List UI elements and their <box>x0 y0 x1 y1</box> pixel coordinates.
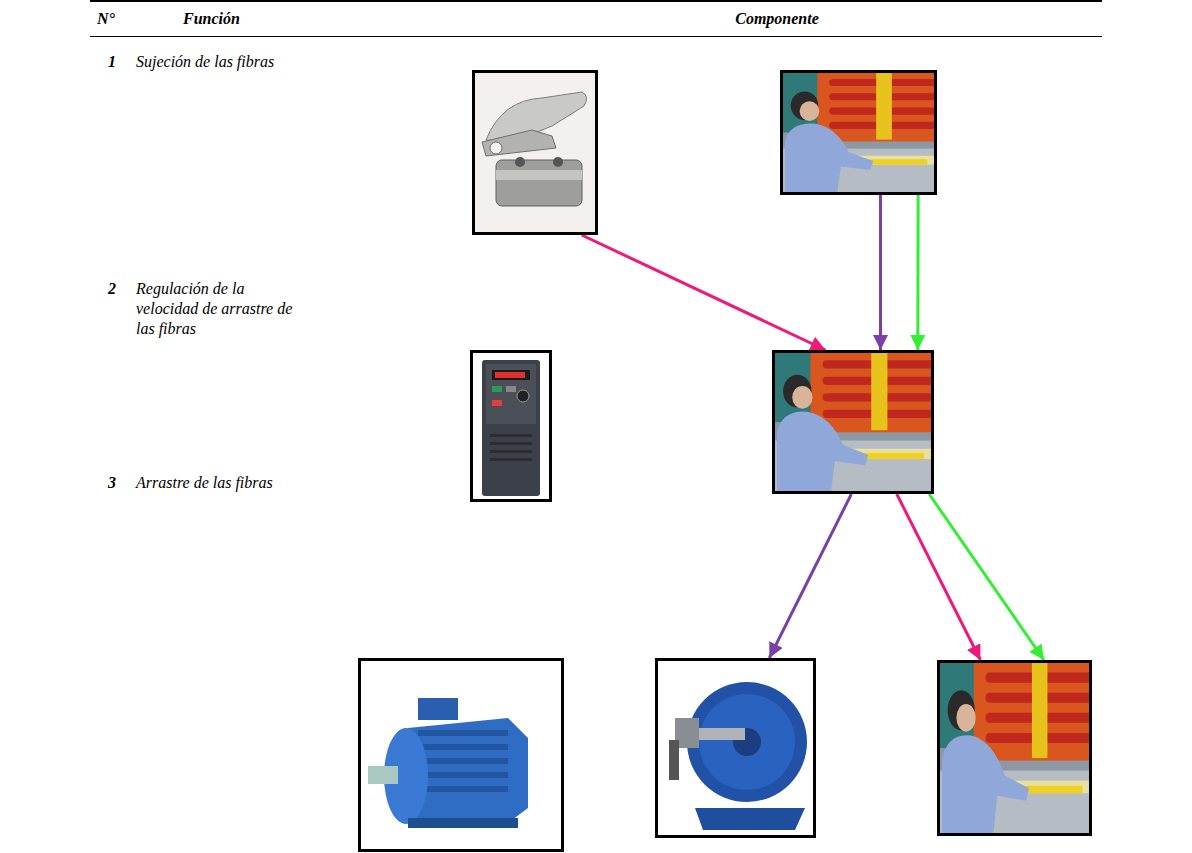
electric-motor-photo <box>358 658 564 852</box>
row-number: 1 <box>108 52 116 72</box>
component-image-box <box>470 350 552 502</box>
connector-arrow <box>916 195 919 350</box>
function-text: Regulación de la velocidad de arrastre d… <box>136 279 301 339</box>
function-text: Arrastre de las fibras <box>136 473 356 493</box>
hose-reel-photo <box>655 658 816 838</box>
component-image-box <box>780 70 937 195</box>
connector-arrow <box>897 494 981 660</box>
column-header: N° <box>97 9 115 29</box>
table-top-rule <box>90 0 1102 2</box>
column-header: Componente <box>735 9 819 29</box>
function-text: Sujeción de las fibras <box>136 52 356 72</box>
component-image-box <box>472 70 598 235</box>
connector-arrow <box>929 494 1044 660</box>
connector-arrow <box>879 195 882 350</box>
worker-photo <box>780 70 937 195</box>
connector-arrow <box>582 235 826 350</box>
column-header: Función <box>183 9 240 29</box>
row-number: 3 <box>108 473 116 493</box>
row-number: 2 <box>108 279 116 299</box>
frequency-drive-photo <box>470 350 552 502</box>
connector-arrow <box>769 494 851 658</box>
component-image-box <box>655 658 816 838</box>
worker-photo <box>937 660 1092 836</box>
clamp-photo <box>472 70 598 235</box>
table-header-rule <box>90 36 1102 37</box>
component-image-box <box>937 660 1092 836</box>
component-image-box <box>358 658 564 852</box>
component-image-box <box>772 350 934 494</box>
worker-photo <box>772 350 934 494</box>
